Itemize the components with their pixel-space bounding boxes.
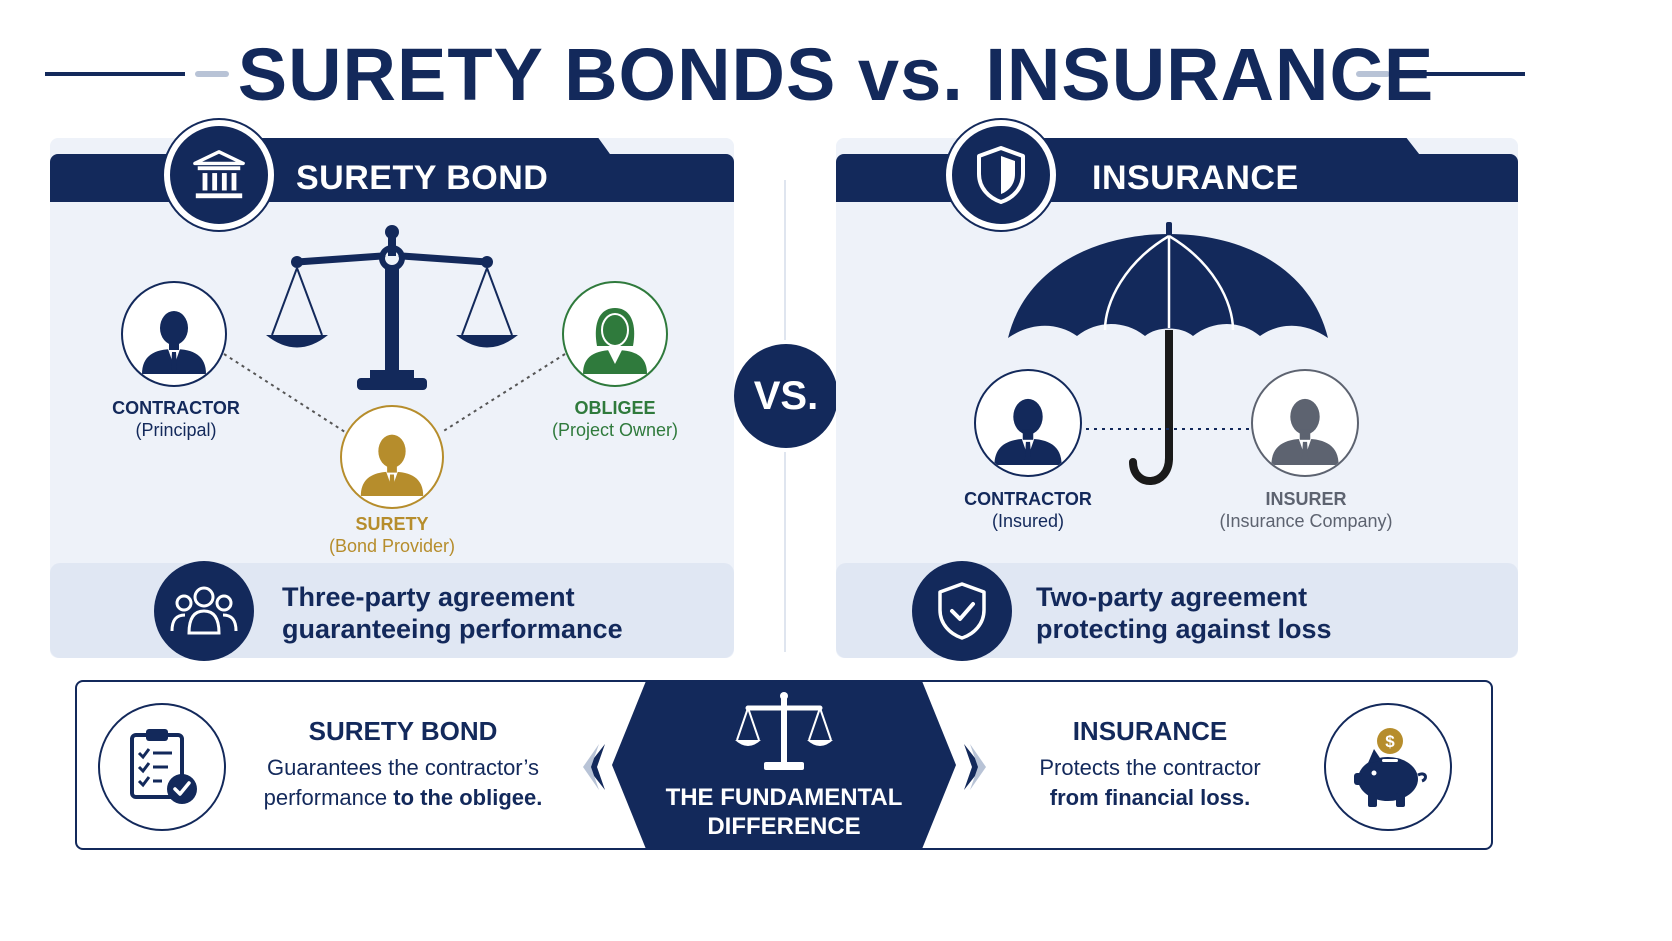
title-dash-right	[1356, 71, 1390, 77]
shield-icon	[977, 146, 1025, 204]
bottom-insurance-line2-bold: from financial loss.	[1049, 785, 1251, 810]
insured-contractor-avatar	[974, 369, 1082, 477]
vs-divider-top	[784, 180, 786, 340]
bottom-insurance-line1: Protects the contractor	[1039, 755, 1261, 780]
surety-role: (Bond Provider)	[328, 536, 456, 556]
title-rule-left	[45, 72, 185, 76]
clipboard-icon-circle	[98, 703, 226, 831]
title-dash-left	[195, 71, 229, 77]
businesswoman-icon	[583, 308, 647, 374]
insurer-label: INSURER	[1265, 489, 1347, 509]
obligee-label: OBLIGEE	[574, 398, 656, 418]
surety-summary-icon	[154, 561, 254, 661]
bottom-insurance-heading: INSURANCE	[1072, 716, 1228, 746]
chevron-left-icon	[583, 744, 605, 790]
surety-header-badge	[164, 120, 274, 230]
page-title: SURETY BONDS vs. INSURANCE	[237, 33, 1435, 116]
balance-scale-icon	[735, 692, 833, 770]
obligee-avatar	[562, 281, 668, 387]
fundamental-difference-line1: THE FUNDAMENTAL	[665, 784, 903, 811]
surety-label: SURETY	[355, 514, 429, 534]
insurance-summary-icon	[912, 561, 1012, 661]
businessman-icon	[142, 311, 206, 374]
bottom-surety-line2-plain: performance	[263, 785, 394, 810]
surety-summary-line1: Three-party agreement	[282, 582, 575, 612]
obligee-role: (Project Owner)	[551, 420, 679, 440]
bottom-insurance-line2: from financial loss.	[990, 783, 1310, 813]
svg-text:$: $	[1385, 732, 1395, 751]
insurance-summary-line1: Two-party agreement	[1036, 582, 1308, 612]
title-rule-right	[1400, 72, 1525, 76]
contractor-avatar	[121, 281, 227, 387]
insurer-role: (Insurance Company)	[1219, 511, 1393, 531]
umbrella-icon	[1008, 222, 1328, 485]
bottom-surety-line2: performance to the obligee.	[230, 783, 576, 813]
fundamental-difference-line2: DIFFERENCE	[707, 813, 861, 840]
businessman-icon	[360, 434, 424, 496]
shield-check-icon	[938, 582, 986, 640]
insurer-avatar	[1251, 369, 1359, 477]
surety-avatar	[340, 405, 444, 509]
insurance-header-title: INSURANCE	[1092, 159, 1299, 197]
contractor-principal-label: CONTRACTOR	[112, 398, 240, 418]
chevron-right-icon	[964, 744, 986, 790]
insured-contractor-role: (Insured)	[991, 511, 1065, 531]
surety-summary-line2: guaranteeing performance	[282, 614, 623, 644]
clipboard-checklist-icon	[130, 729, 197, 804]
balance-scale-icon	[266, 225, 518, 390]
bottom-surety-heading: SURETY BOND	[308, 716, 498, 746]
insured-connector	[1086, 428, 1250, 430]
piggy-bank-icon-circle: $	[1324, 703, 1452, 831]
vs-badge: VS.	[734, 344, 838, 448]
surety-header-title: SURETY BOND	[296, 159, 549, 197]
piggy-bank-dollar-icon: $	[1354, 728, 1427, 807]
party-connectors	[223, 353, 566, 433]
businessman-icon	[994, 398, 1062, 465]
insured-contractor-label: CONTRACTOR	[964, 489, 1092, 509]
vs-divider-bottom	[784, 452, 786, 652]
bank-building-icon	[193, 150, 245, 199]
insurance-summary-line2: protecting against loss	[1036, 614, 1332, 644]
group-people-icon	[170, 586, 238, 635]
bottom-surety-line2-bold: to the obligee.	[393, 785, 543, 810]
businessman-icon	[1271, 398, 1339, 465]
insurance-header-badge	[946, 120, 1056, 230]
contractor-principal-role: (Principal)	[135, 420, 217, 440]
bottom-surety-line1: Guarantees the contractor’s	[267, 755, 539, 780]
